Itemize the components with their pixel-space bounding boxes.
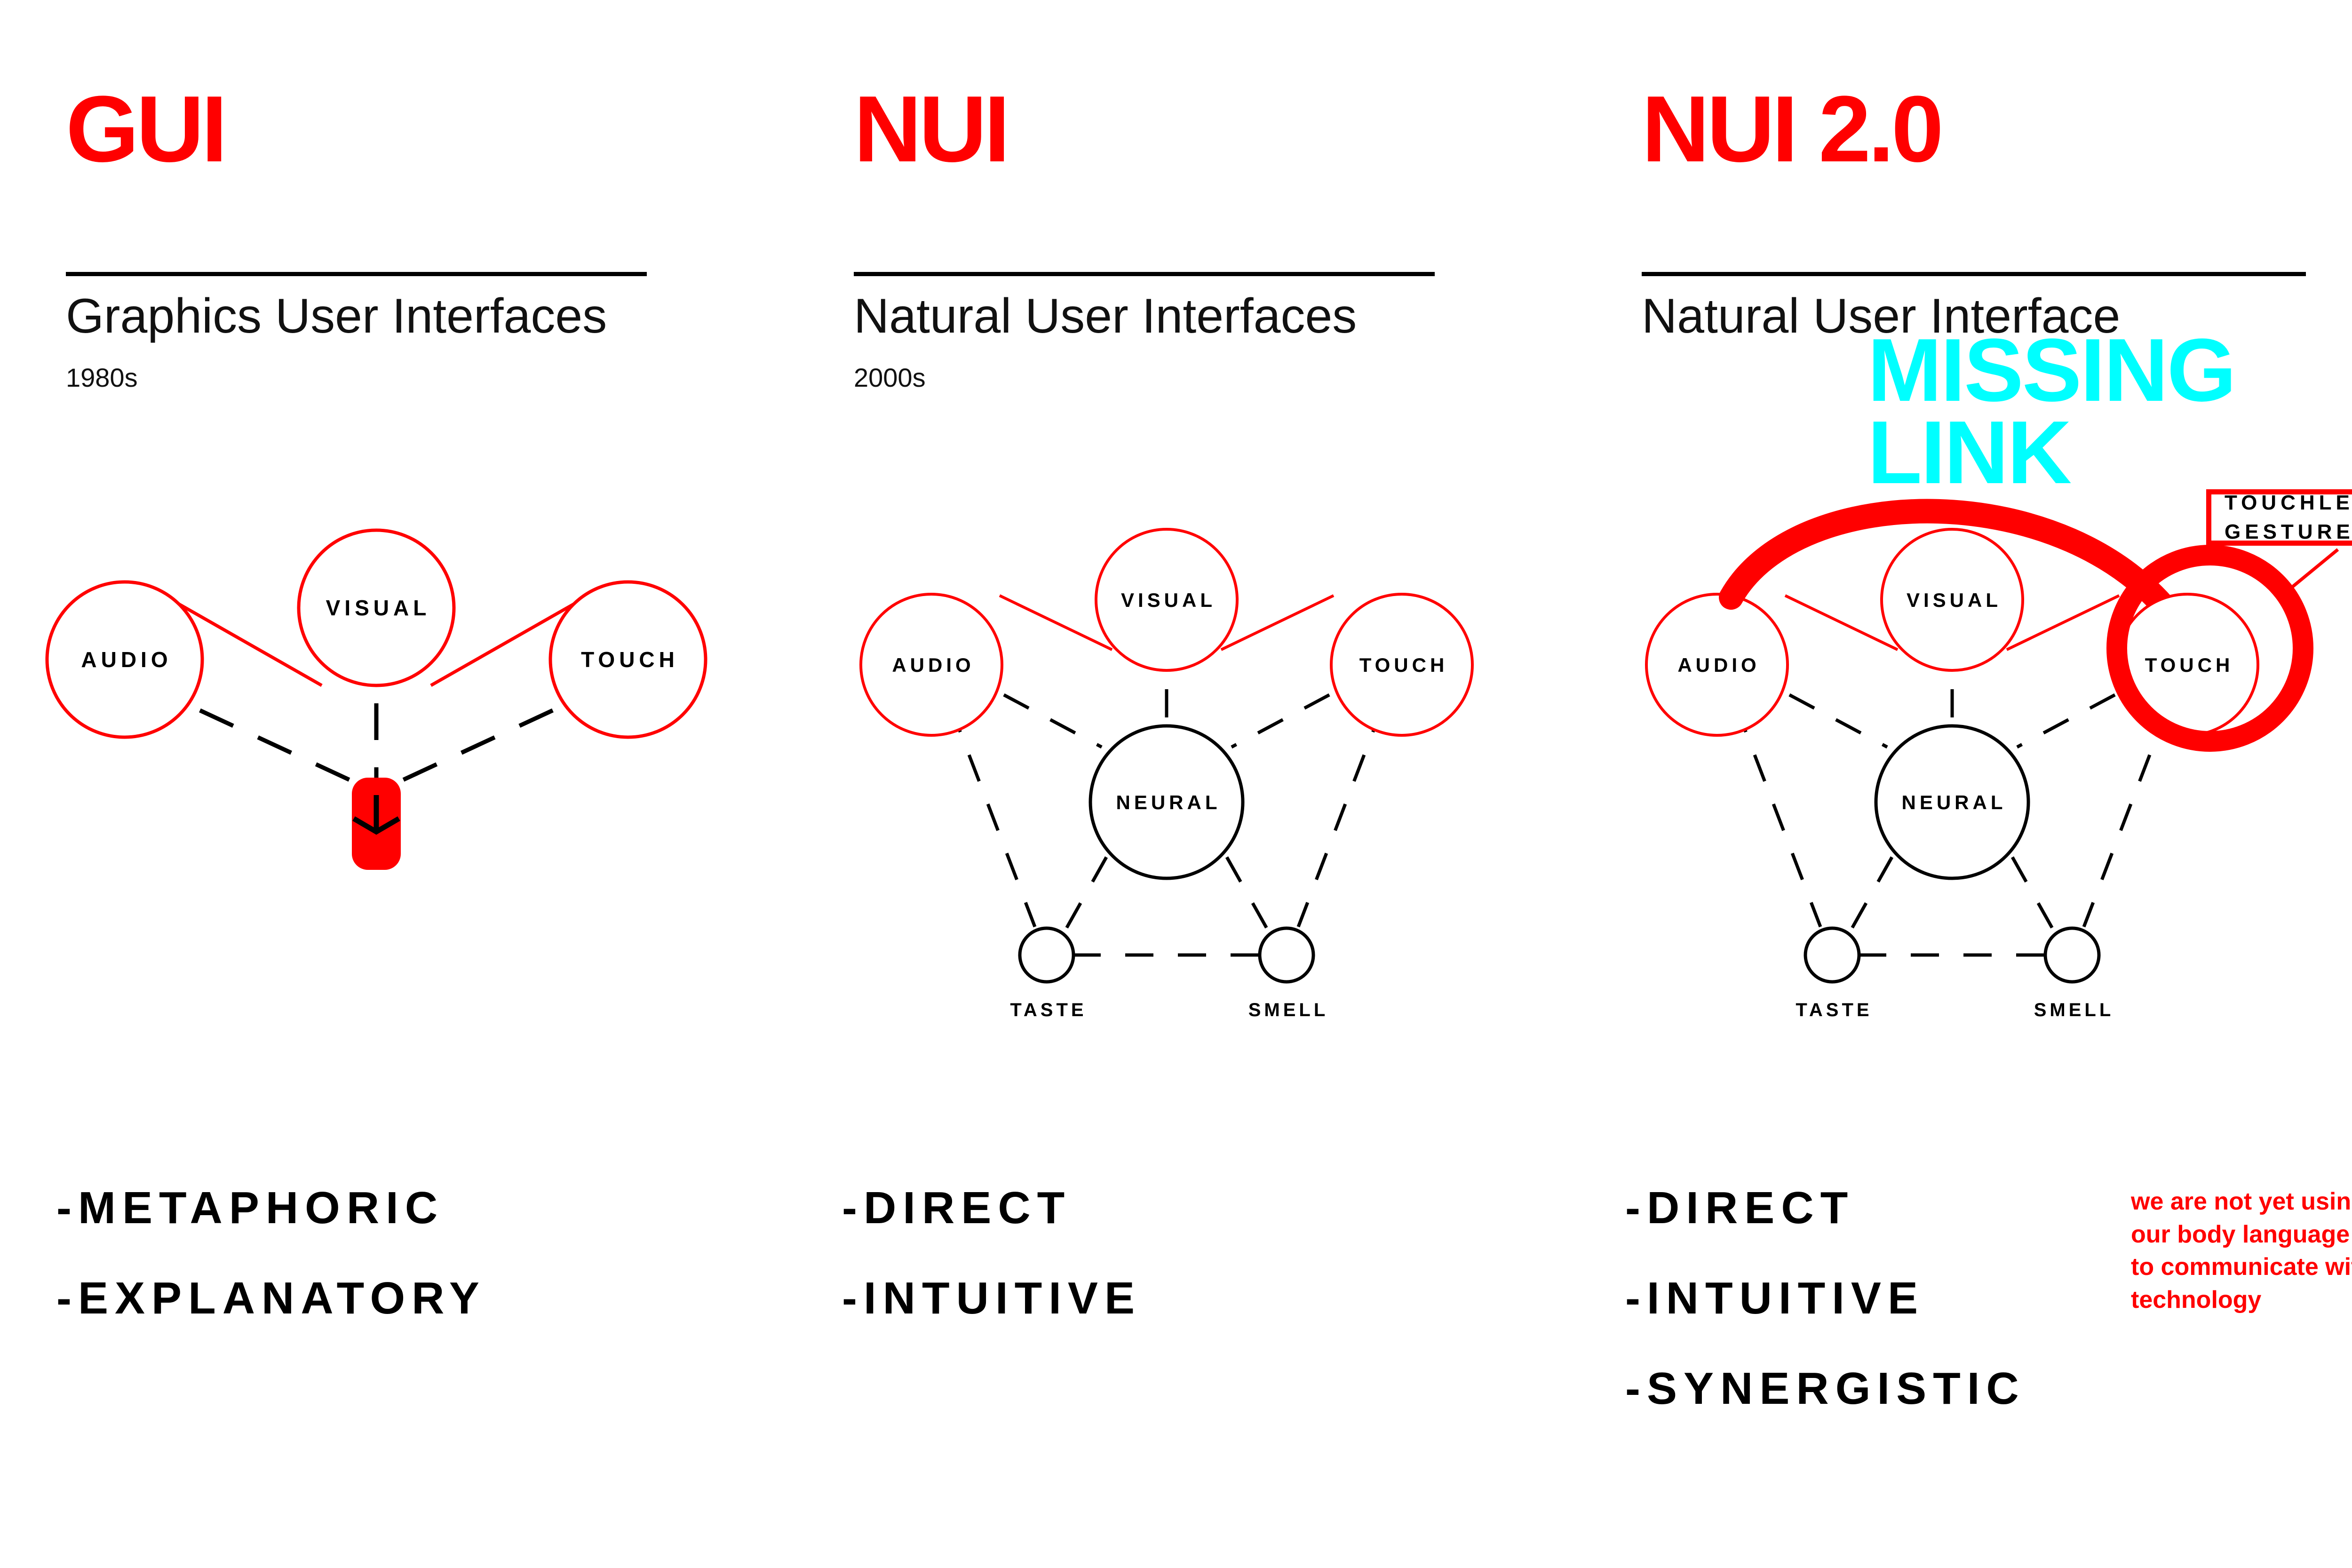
node-circle-visual — [1880, 528, 2024, 672]
node-label-taste: TASTE — [1010, 1000, 1087, 1020]
diagram-nui2: VISUAL AUDIO TOUCH NEURAL TASTE SMELL — [1645, 499, 2339, 1020]
node-label-visual: VISUAL — [1121, 589, 1216, 611]
node-smell-nui2: SMELL — [2034, 926, 2114, 1020]
node-circle-neural — [1874, 724, 2030, 880]
link-touch-neural — [1231, 693, 1330, 749]
node-visual-nui2: VISUAL — [1880, 528, 2024, 672]
bullet-item: -DIRECT — [842, 1183, 1072, 1233]
callout-line2: GESTURE — [2225, 520, 2352, 543]
panel-decade-gui: 1980s — [66, 363, 138, 392]
node-circle-taste — [1804, 926, 1861, 984]
link-neural-taste — [1062, 856, 1108, 933]
caption-line1: we are not yet using — [2131, 1188, 2352, 1215]
node-visual-nui: VISUAL — [1095, 528, 1239, 672]
node-label-smell: SMELL — [1248, 1000, 1329, 1020]
missing-link-arc — [1719, 499, 2188, 633]
callout-line1: TOUCHLESS — [2225, 491, 2352, 514]
node-label-visual: VISUAL — [1907, 589, 2002, 611]
link-touch-smell — [2082, 705, 2170, 928]
link-audio-neural — [1788, 693, 1888, 749]
link-visual-touch — [430, 599, 580, 687]
link-neural-smell — [1225, 856, 1271, 933]
node-label-audio: AUDIO — [81, 647, 172, 672]
link-neural-smell — [2010, 856, 2057, 933]
divider-rule-gui — [66, 272, 647, 276]
node-label-touch: TOUCH — [581, 647, 679, 672]
link-touch-smell — [1296, 705, 1385, 928]
link-touch-device — [400, 708, 554, 783]
bullet-item: -DIRECT — [1625, 1183, 1855, 1233]
node-touch-nui: TOUCH — [1330, 593, 1474, 737]
bullet-list-nui2: -DIRECT -INTUITIVE -SYNERGISTIC — [1625, 1186, 2026, 1457]
node-circle-audio — [45, 580, 204, 739]
node-circle-neural — [1089, 724, 1245, 880]
node-taste-nui2: TASTE — [1796, 926, 1872, 1020]
node-circle-visual — [1095, 528, 1239, 672]
caption-line2: our body language — [2131, 1220, 2350, 1248]
node-label-neural: NEURAL — [1116, 791, 1221, 813]
panel-decade-nui: 2000s — [854, 363, 926, 392]
node-audio-nui2: AUDIO — [1645, 593, 1789, 737]
panel-subtitle-nui: Natural User Interfaces — [854, 289, 1357, 343]
panel-subtitle-nui2: Natural User Interface — [1642, 289, 2121, 343]
device-arrow-head — [352, 816, 400, 835]
node-circle-touch — [548, 580, 707, 739]
bullet-list-gui: -METAPHORIC -EXPLANATORY — [56, 1186, 486, 1366]
bullet-item: -METAPHORIC — [56, 1183, 445, 1233]
node-label-smell: SMELL — [2034, 1000, 2114, 1020]
link-audio-taste — [1734, 705, 1822, 928]
divider-rule-nui2 — [1642, 272, 2306, 276]
node-audio-nui: AUDIO — [859, 593, 1003, 737]
caption-line3: to communicate with — [2131, 1253, 2352, 1281]
bullet-item: -INTUITIVE — [842, 1273, 1141, 1323]
caption-line4: technology — [2131, 1286, 2262, 1314]
link-audio-device — [199, 708, 353, 783]
link-audio-taste — [948, 705, 1037, 928]
diagram-gui: VISUAL AUDIO TOUCH — [45, 528, 707, 870]
node-circle-visual — [297, 528, 456, 687]
node-circle-smell — [1258, 926, 1315, 984]
node-taste-nui: TASTE — [1010, 926, 1087, 1020]
node-circle-audio — [859, 593, 1003, 737]
node-touch-gui: TOUCH — [548, 580, 707, 739]
link-neural-taste — [1848, 856, 1894, 933]
panel-title-nui: NUI — [854, 77, 1010, 182]
bullet-list-nui: -DIRECT -INTUITIVE — [842, 1186, 1141, 1366]
node-label-audio: AUDIO — [1677, 654, 1760, 676]
link-visual-touch — [1220, 594, 1335, 651]
panel-title-gui: GUI — [66, 77, 228, 182]
node-label-taste: TASTE — [1796, 1000, 1872, 1020]
touchless-gesture-ring — [2106, 545, 2313, 752]
body-language-caption: we are not yet using our body language t… — [2131, 1186, 2352, 1317]
node-label-touch: TOUCH — [2145, 654, 2234, 676]
link-visual-audio — [1784, 594, 1899, 651]
node-visual-gui: VISUAL — [297, 528, 456, 687]
link-touch-neural — [2016, 693, 2116, 749]
diagram-nui: VISUAL AUDIO TOUCH NEURAL TASTE SMELL — [859, 528, 1474, 1020]
node-neural-nui2: NEURAL — [1874, 724, 2030, 880]
bullet-item: -EXPLANATORY — [56, 1273, 486, 1323]
node-smell-nui: SMELL — [1248, 926, 1329, 1020]
node-label-touch: TOUCH — [1359, 654, 1448, 676]
node-circle-smell — [2043, 926, 2101, 984]
link-visual-audio — [999, 594, 1113, 651]
node-label-neural: NEURAL — [1902, 791, 2007, 813]
node-circle-audio — [1645, 593, 1789, 737]
panel-subtitle-gui: Graphics User Interfaces — [66, 289, 607, 343]
bullet-item: -SYNERGISTIC — [1625, 1363, 2026, 1414]
link-visual-touch — [2006, 594, 2120, 651]
node-circle-taste — [1018, 926, 1075, 984]
node-label-audio: AUDIO — [892, 654, 974, 676]
panel-title-nui2: NUI 2.0 — [1642, 77, 1944, 182]
bullet-item: -INTUITIVE — [1625, 1273, 1924, 1323]
node-label-visual: VISUAL — [326, 596, 431, 620]
callout-leader-line — [2284, 548, 2339, 594]
node-audio-gui: AUDIO — [45, 580, 204, 739]
touchless-gesture-callout: TOUCHLESS GESTURE — [2206, 489, 2352, 546]
node-circle-touch — [1330, 593, 1474, 737]
divider-rule-nui — [854, 272, 1435, 276]
node-neural-nui: NEURAL — [1089, 724, 1245, 880]
link-visual-audio — [172, 599, 323, 687]
link-audio-neural — [1003, 693, 1103, 749]
